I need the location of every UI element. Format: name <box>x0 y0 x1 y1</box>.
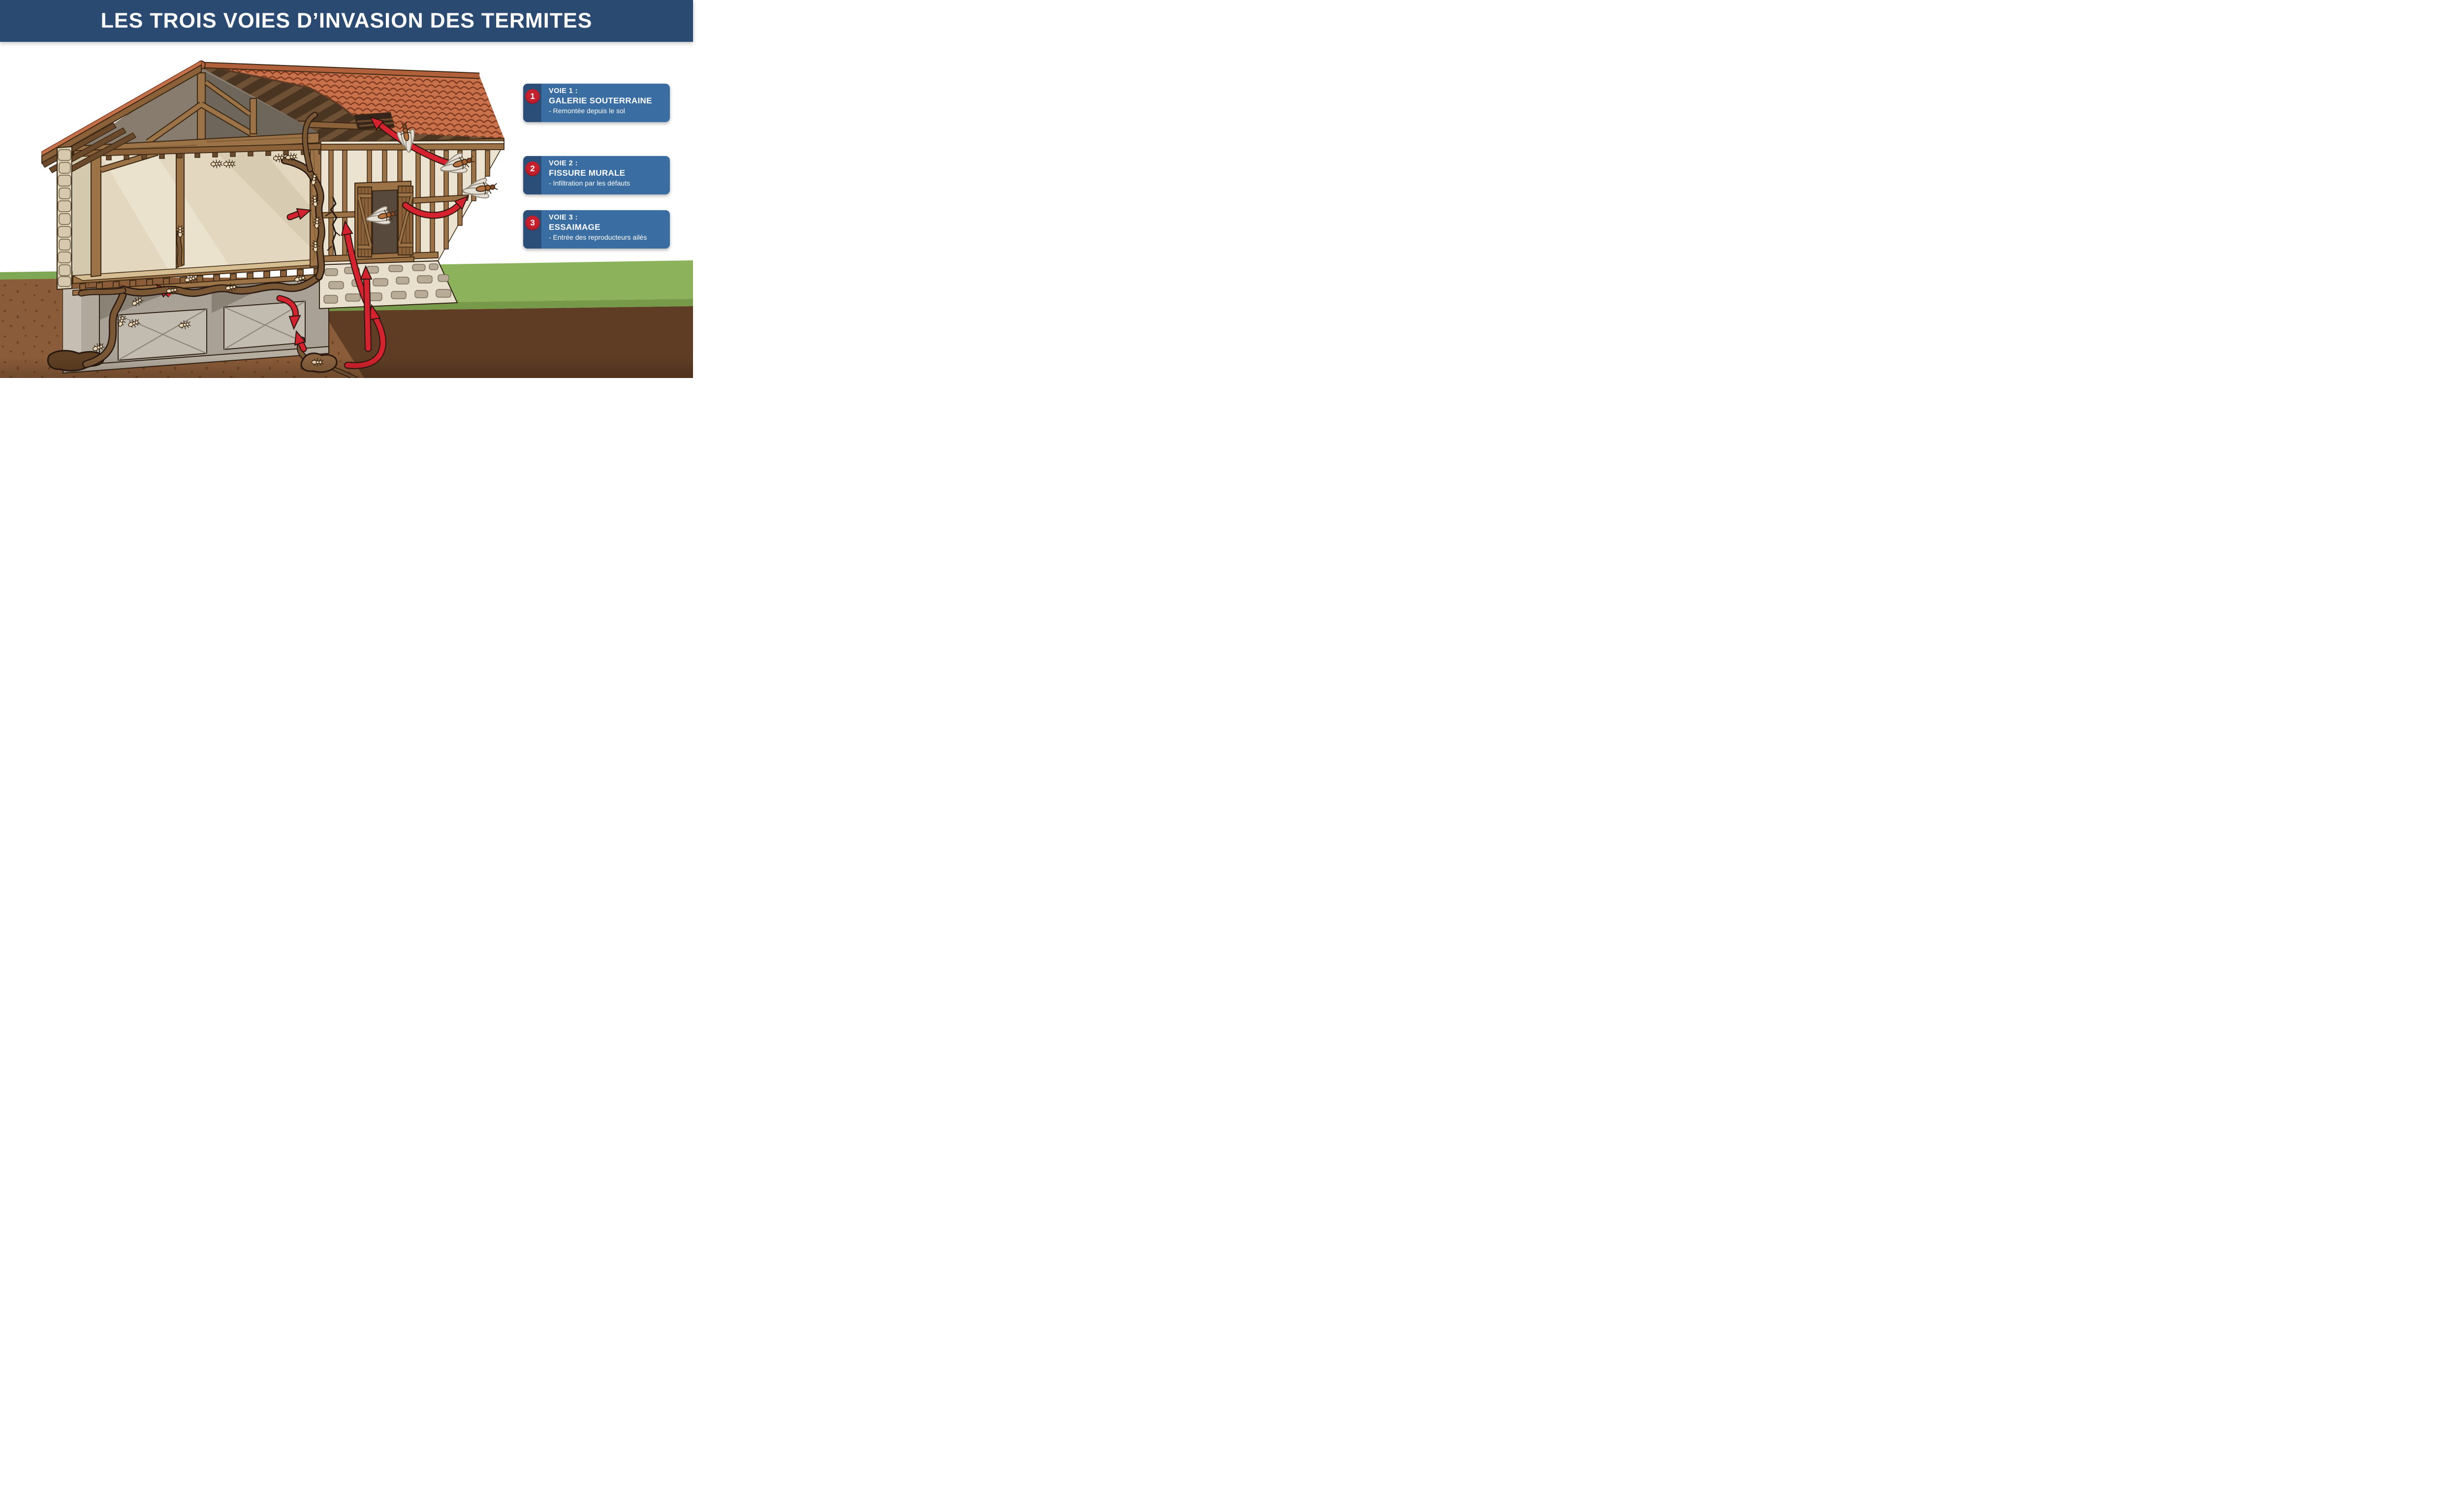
callout-number-badge: 2 <box>525 161 540 176</box>
stone-quoins-left <box>57 146 72 290</box>
shutter-right <box>397 186 414 255</box>
foundation-crawlspace <box>63 278 329 374</box>
callout-title-line1: VOIE 1 : <box>549 87 578 95</box>
callout-title-line1: VOIE 3 : <box>549 214 578 221</box>
callout-number-badge: 1 <box>525 89 540 104</box>
callout-title-line2: GALERIE SOUTERRAINE <box>549 95 652 105</box>
callout-title-line1: VOIE 2 : <box>549 159 578 167</box>
red-arrow-crawlspace-down <box>276 295 301 330</box>
page-title: LES TROIS VOIES D’INVASION DES TERMITES <box>100 9 593 32</box>
title-banner: LES TROIS VOIES D’INVASION DES TERMITES <box>0 0 693 42</box>
red-arrow-to-crack-long <box>341 220 370 305</box>
callout-title-line2: ESSAIMAGE <box>549 222 600 232</box>
callout-number: 3 <box>530 218 535 227</box>
roof-tiles <box>201 65 504 138</box>
grass-strip-left <box>0 271 74 280</box>
callout-voie-3: 3 VOIE 3 : ESSAIMAGE - Entrée des reprod… <box>523 210 670 249</box>
callout-voie-1: 1 VOIE 1 : GALERIE SOUTERRAINE - Remonté… <box>523 84 670 122</box>
red-arrow-window-exit <box>402 195 469 219</box>
callout-number-badge: 3 <box>525 216 540 230</box>
soil-bottom-shade <box>0 357 693 378</box>
red-arrow-wall-base <box>360 265 373 352</box>
callout-number: 1 <box>530 92 535 101</box>
stone-foundation-base <box>319 260 458 310</box>
grass-edge <box>322 299 693 311</box>
callout-description: - Entrée des reproducteurs ailés <box>549 233 647 242</box>
callout-description: - Infiltration par les défauts <box>549 179 630 188</box>
ridge-cap <box>201 63 480 78</box>
red-arrow-to-crack-horizontal <box>286 208 312 220</box>
callout-title-line2: FISSURE MURALE <box>549 168 626 178</box>
house-cutaway-illustration <box>0 60 693 378</box>
callout-description: - Remontée depuis le sol <box>549 107 625 115</box>
shutter-left <box>357 187 373 257</box>
bargeboard <box>41 64 202 164</box>
red-arrow-crawlspace-up <box>294 330 307 352</box>
interior-rooms <box>71 140 329 281</box>
callout-number: 2 <box>530 164 535 173</box>
callout-voie-2: 2 VOIE 2 : FISSURE MURALE - Infiltration… <box>523 156 670 194</box>
